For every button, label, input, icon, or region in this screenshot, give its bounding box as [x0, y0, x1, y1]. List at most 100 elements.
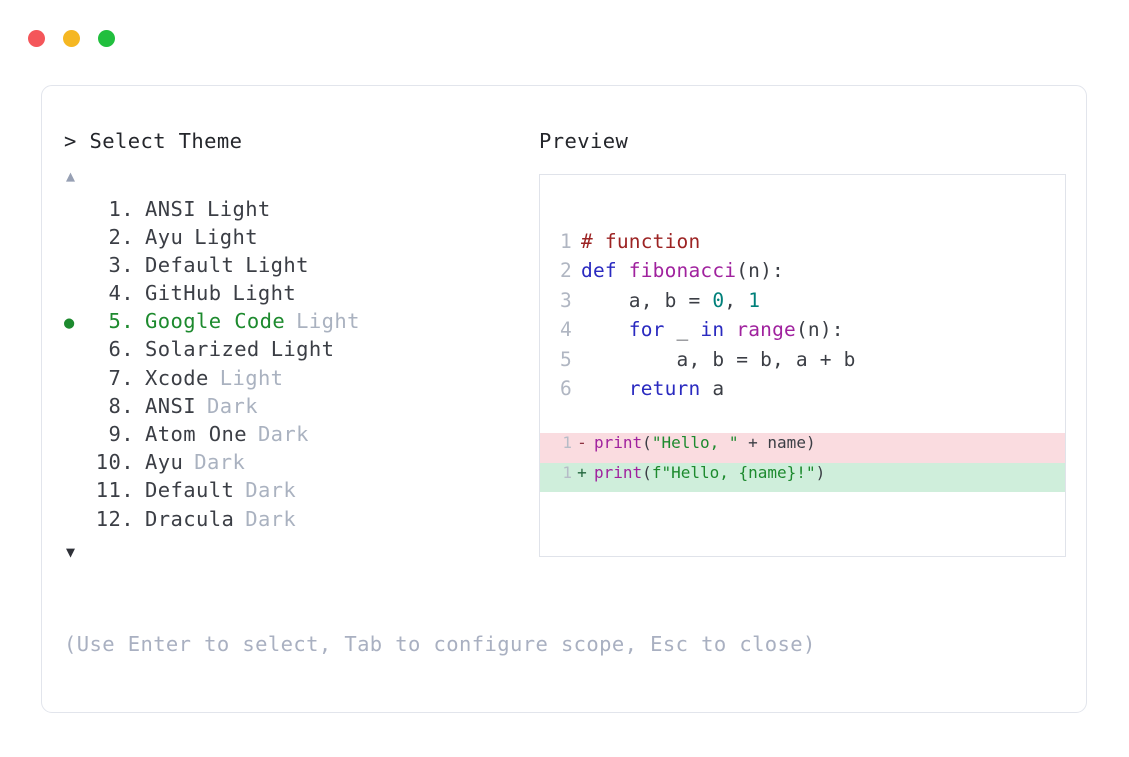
theme-item-index: 4. [108, 281, 134, 306]
theme-list-item[interactable]: 2. Ayu Light [64, 225, 534, 253]
theme-item-variant: Dark [194, 450, 246, 475]
theme-item-variant: Dark [245, 478, 297, 503]
theme-item-index: 8. [108, 393, 134, 418]
diff-line-number: 1 [562, 433, 572, 452]
theme-item-variant: Dark [245, 506, 297, 531]
code-line-text: a, b = b, a + b [572, 345, 856, 375]
code-token: for [628, 318, 665, 341]
code-token [724, 318, 736, 341]
code-token: print [594, 462, 643, 482]
code-token: range [736, 318, 796, 341]
theme-list-item[interactable]: 11. Default Dark [64, 478, 534, 506]
code-token: (n): [736, 259, 784, 282]
diff-line-text: print(f"Hello, {name}!") [592, 463, 825, 482]
code-token: "Hello, " [651, 433, 739, 452]
theme-item-name: Ayu [145, 450, 184, 475]
theme-item-name: Ayu [145, 224, 184, 249]
code-token [581, 318, 629, 341]
code-token: a [700, 377, 725, 400]
code-token: (n): [795, 318, 844, 341]
code-line-text: for _ in range(n): [572, 315, 844, 345]
code-token: return [628, 377, 701, 400]
code-line: 5 a, b = b, a + b [540, 345, 1065, 375]
theme-item-name: Default [145, 252, 235, 277]
code-line: 6 return a [540, 374, 1065, 404]
theme-item-name: ANSI [145, 393, 196, 418]
code-token: , [724, 288, 749, 312]
line-number: 3 [560, 288, 572, 312]
preview-label: Preview [539, 129, 629, 153]
theme-item-index: 7. [108, 365, 134, 390]
diff-line-number: 1 [562, 462, 572, 482]
diff-sign: + [577, 462, 587, 482]
selection-bullet-icon: ● [64, 313, 75, 334]
diff-sample: 1-print("Hello, " + name)1+print(f"Hello… [540, 433, 1065, 492]
theme-list-item[interactable]: 4. GitHub Light [64, 281, 534, 309]
code-token: ) [815, 462, 826, 482]
code-token: in [700, 318, 725, 341]
maximize-button[interactable] [98, 30, 115, 47]
code-line: 1# function [540, 227, 1065, 257]
theme-item-variant: Dark [206, 393, 258, 418]
code-token: print [594, 433, 643, 452]
code-token: 0 [712, 288, 725, 312]
code-token: ( [642, 433, 652, 452]
theme-item-variant: Light [296, 309, 360, 334]
code-token: _ [664, 318, 701, 341]
window-traffic-lights [28, 30, 115, 47]
diff-line-added: 1+ print(f"Hello, {name}!") [540, 462, 1065, 492]
theme-item-variant: Light [219, 365, 284, 390]
prompt-label: > Select Theme [64, 129, 243, 153]
theme-item-index: 10. [95, 450, 134, 475]
code-token: + name) [738, 433, 816, 452]
theme-item-name: GitHub [145, 281, 222, 306]
scroll-down-arrow-icon[interactable]: ▼ [66, 542, 76, 561]
theme-item-variant: Dark [257, 422, 309, 446]
theme-list-item[interactable]: 7. Xcode Light [64, 366, 534, 394]
theme-list-item[interactable]: 8. ANSI Dark [64, 394, 534, 422]
theme-list-item[interactable]: 10. Ayu Dark [64, 450, 534, 478]
line-number: 6 [560, 377, 572, 400]
theme-item-variant: Light [232, 281, 297, 306]
theme-item-variant: Light [194, 224, 258, 249]
theme-item-index: 12. [95, 506, 134, 531]
code-line: 3 a, b = 0, 1 [540, 286, 1065, 316]
theme-item-name: ANSI [145, 196, 196, 221]
code-line: 4 for _ in range(n): [540, 315, 1065, 345]
code-token: def [581, 259, 629, 282]
theme-item-name: Default [145, 478, 235, 503]
keyboard-hint: (Use Enter to select, Tab to configure s… [64, 632, 816, 656]
line-number: 5 [560, 347, 572, 371]
code-token: 1 [748, 288, 761, 312]
minimize-button[interactable] [63, 30, 80, 47]
theme-item-name: Xcode [145, 365, 209, 390]
code-line-text: return a [572, 374, 724, 404]
theme-item-index: 2. [108, 224, 134, 249]
code-token: f"Hello, {name}!" [651, 462, 816, 482]
theme-item-index: 11. [95, 478, 134, 503]
code-line-text: a, b = 0, 1 [572, 286, 760, 316]
code-token: # function [581, 229, 701, 253]
diff-line-removed: 1-print("Hello, " + name) [540, 433, 1065, 463]
code-line-text: # function [572, 227, 700, 257]
diff-sign: - [577, 433, 587, 452]
close-button[interactable] [28, 30, 45, 47]
theme-item-index: 3. [108, 252, 134, 277]
code-line-text: def fibonacci(n): [572, 256, 784, 286]
scroll-up-arrow-icon[interactable]: ▲ [66, 166, 76, 185]
code-token: ( [642, 462, 652, 482]
code-token [581, 377, 629, 400]
theme-item-index: 1. [108, 196, 134, 221]
